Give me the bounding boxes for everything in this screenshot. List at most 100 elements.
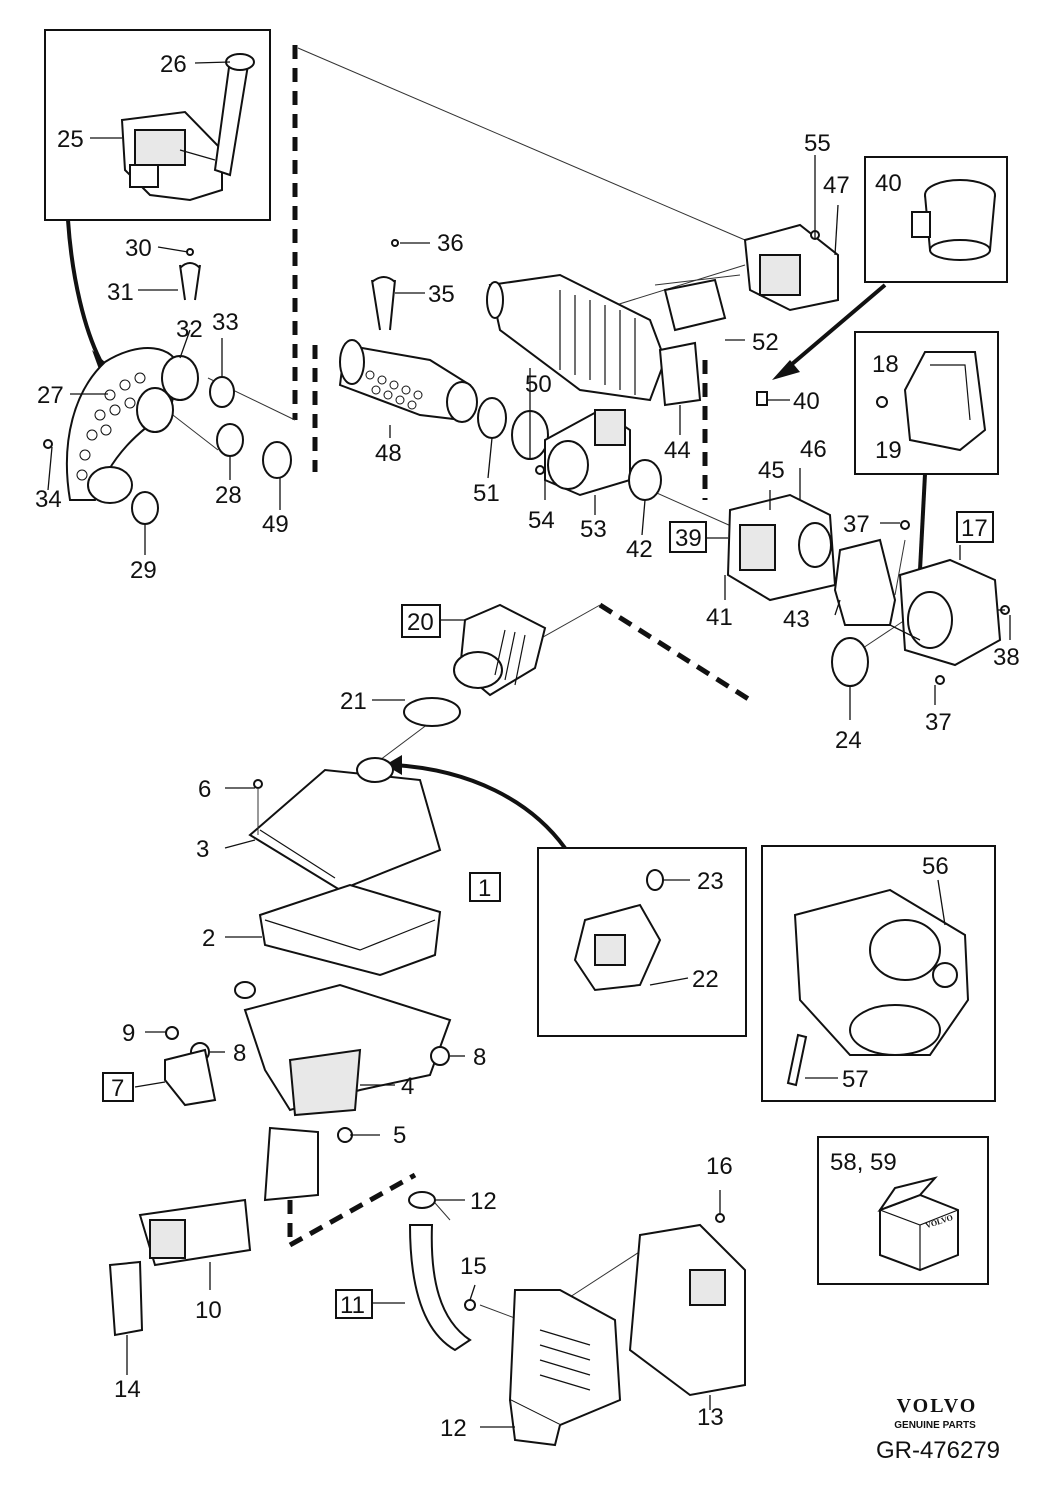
clip-31 [179, 262, 201, 301]
ring-28 [216, 423, 244, 457]
label-6: 6 [198, 776, 211, 803]
label-24: 24 [835, 727, 862, 754]
cover-14 [108, 1260, 144, 1337]
ring-42 [628, 459, 662, 501]
filter-2 [258, 883, 442, 977]
label-35: 35 [428, 281, 455, 308]
clip-19 [876, 396, 888, 408]
label-21: 21 [340, 688, 367, 715]
label-49: 49 [262, 511, 289, 538]
label-40-detail: 40 [875, 170, 902, 197]
label-12-top: 12 [470, 1188, 497, 1215]
label-5: 5 [393, 1122, 406, 1149]
part-40-detail [911, 179, 996, 261]
boxed-label-39: 39 [675, 525, 702, 552]
throttle-56 [793, 888, 970, 1056]
label-2: 2 [202, 925, 215, 952]
label-36: 36 [437, 230, 464, 257]
screw-34 [43, 439, 53, 449]
label-29: 29 [130, 557, 157, 584]
hose-11 [408, 1224, 472, 1352]
label-50: 50 [525, 371, 552, 398]
part-labels: 26 25 30 31 32 33 2 7 3 4 28 49 29 36 35 4… [35, 51, 1020, 1442]
label-42: 42 [626, 536, 653, 563]
label-40: 40 [793, 388, 820, 415]
screw-37-top [900, 520, 910, 530]
label-10: 10 [195, 1297, 222, 1324]
label-13: 13 [697, 1404, 724, 1431]
duct-48 [338, 339, 478, 423]
label-33: 33 [212, 309, 239, 336]
label-45: 45 [758, 457, 785, 484]
gasket-52 [663, 278, 727, 332]
clip-35 [371, 276, 396, 331]
ring-49 [262, 441, 292, 479]
package-icon: VOLVO [877, 1176, 959, 1272]
label-3: 3 [196, 836, 209, 863]
part-27 [65, 347, 199, 504]
label-19: 19 [875, 437, 902, 464]
boxed-label-17: 17 [961, 515, 988, 542]
box-4 [234, 981, 452, 1117]
bracket-12 [508, 1289, 622, 1447]
label-32: 32 [176, 316, 203, 343]
part-18 [903, 351, 987, 452]
cover-13 [628, 1223, 746, 1397]
boxed-label-20: 20 [407, 609, 434, 636]
bolt-57 [786, 1033, 808, 1087]
lid-3 [248, 757, 442, 892]
label-22: 22 [692, 966, 719, 993]
label-9: 9 [122, 1020, 135, 1047]
boxed-label-1: 1 [478, 875, 491, 902]
nut-9 [165, 1026, 179, 1040]
screw-23 [646, 869, 664, 891]
detail-box-56-57 [761, 845, 996, 1102]
label-56: 56 [922, 853, 949, 880]
label-38: 38 [993, 644, 1020, 671]
bracket-7 [164, 1048, 217, 1107]
label-14: 14 [114, 1376, 141, 1403]
detail-box-sensor [44, 29, 271, 221]
bolt-26 [213, 53, 255, 177]
ring-33 [209, 376, 235, 408]
label-55: 55 [804, 130, 831, 157]
label-15: 15 [460, 1253, 487, 1280]
screw-36 [391, 239, 399, 247]
label-18: 18 [872, 351, 899, 378]
label-54: 54 [528, 507, 555, 534]
gasket-44 [658, 341, 702, 407]
label-41: 41 [706, 604, 733, 631]
label-30: 30 [125, 235, 152, 262]
part-17 [898, 558, 1002, 667]
gasket-43 [833, 538, 897, 626]
ring-29 [131, 491, 159, 525]
label-25: 25 [57, 126, 84, 153]
sensor-22 [573, 903, 662, 992]
ring-24 [831, 637, 869, 687]
throttle-53 [544, 408, 631, 497]
label-8-left: 8 [233, 1040, 246, 1067]
label-12-bottom: 12 [440, 1415, 467, 1442]
unit-47 [743, 223, 839, 312]
boxed-label-7: 7 [111, 1075, 124, 1102]
label-31: 31 [107, 279, 134, 306]
label-4: 4 [401, 1073, 414, 1100]
label-28: 28 [215, 482, 242, 509]
brand-logo: VOLVO [897, 1395, 978, 1417]
boxed-labels: 1 7 11 17 20 39 [102, 511, 994, 1319]
cap-40 [756, 391, 768, 406]
boxed-label-11: 11 [340, 1292, 365, 1319]
label-43: 43 [783, 606, 810, 633]
clamp-51 [477, 397, 507, 439]
snorkel-10 [138, 1126, 319, 1267]
label-58-59: 58, 59 [830, 1149, 897, 1176]
label-46: 46 [800, 436, 827, 463]
label-26: 26 [160, 51, 187, 78]
grommet-8-right [430, 1046, 450, 1066]
label-23: 23 [697, 868, 724, 895]
screw-37-bottom [935, 675, 945, 685]
detail-box-40 [864, 156, 1008, 283]
label-47: 47 [823, 172, 850, 199]
label-8-right: 8 [473, 1044, 486, 1071]
label-53: 53 [580, 516, 607, 543]
